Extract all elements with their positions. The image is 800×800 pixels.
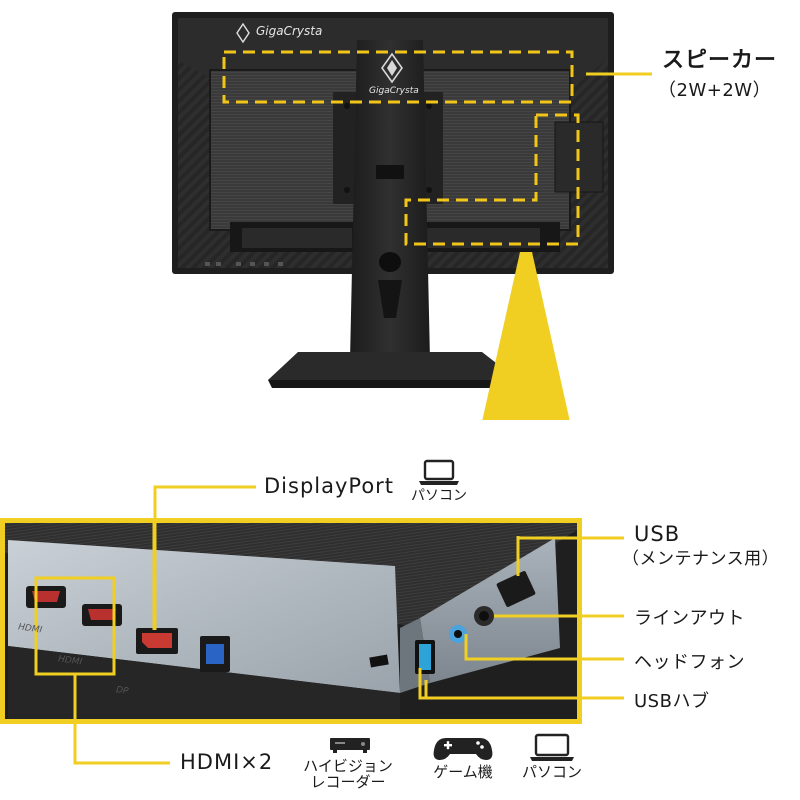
- gamepad-icon: [433, 738, 493, 760]
- device-game-label: ゲーム機: [433, 763, 493, 781]
- device-game: ゲーム機: [418, 732, 508, 794]
- displayport-label: DisplayPort: [264, 474, 395, 498]
- hdmi-label: HDMI×2: [180, 750, 274, 774]
- device-recorder-line1: ハイビジョン: [303, 757, 393, 775]
- recorder-icon: [330, 738, 370, 753]
- device-pc-label: パソコン: [521, 763, 582, 781]
- port-zoom-panel: HDMI HDMI DP: [0, 518, 582, 724]
- speaker-highlight-box: [222, 50, 574, 104]
- gigacrysta-logo-stand: [381, 52, 403, 84]
- line-out-label: ラインアウト: [634, 608, 745, 629]
- usb-hub-port: [415, 640, 435, 674]
- zoom-funnel: [482, 252, 570, 420]
- monitor-rear-view: GigaCrysta GigaCrysta: [172, 12, 652, 420]
- usb-hub-label: USBハブ: [634, 691, 710, 712]
- brand-top-label: GigaCrysta: [256, 24, 323, 38]
- stand-base: [268, 352, 518, 380]
- device-recorder: ハイビジョン レコーダー: [283, 732, 413, 794]
- laptop-icon: [419, 459, 459, 485]
- port-panel-illustration: [0, 518, 582, 724]
- usb-b-port: [200, 636, 230, 672]
- line-out-port: [474, 606, 494, 626]
- speaker-spec: （2W+2W）: [658, 80, 772, 101]
- usb-maintenance-sub: （メンテナンス用）: [622, 549, 780, 569]
- hdmi-port-2: [82, 604, 122, 626]
- usb-maintenance-port: [496, 571, 536, 607]
- headphone-label: ヘッドフォン: [634, 652, 745, 673]
- gigacrysta-logo-top: [236, 22, 250, 44]
- displayport-port: [136, 628, 178, 654]
- monitor-illustration: [172, 12, 652, 420]
- device-pc: パソコン: [510, 732, 594, 794]
- port-highlight-box: [404, 113, 580, 246]
- speaker-title: スピーカー: [662, 48, 778, 73]
- usb-maintenance-label: USB: [634, 522, 681, 546]
- device-recorder-line2: レコーダー: [310, 773, 386, 791]
- displayport-device: パソコン: [406, 458, 472, 508]
- stand-neck: [350, 40, 430, 360]
- brand-stand-label: GigaCrysta: [369, 86, 419, 96]
- headphone-port: [449, 625, 467, 643]
- displayport-device-label: パソコン: [411, 488, 467, 504]
- laptop-icon: [530, 733, 574, 761]
